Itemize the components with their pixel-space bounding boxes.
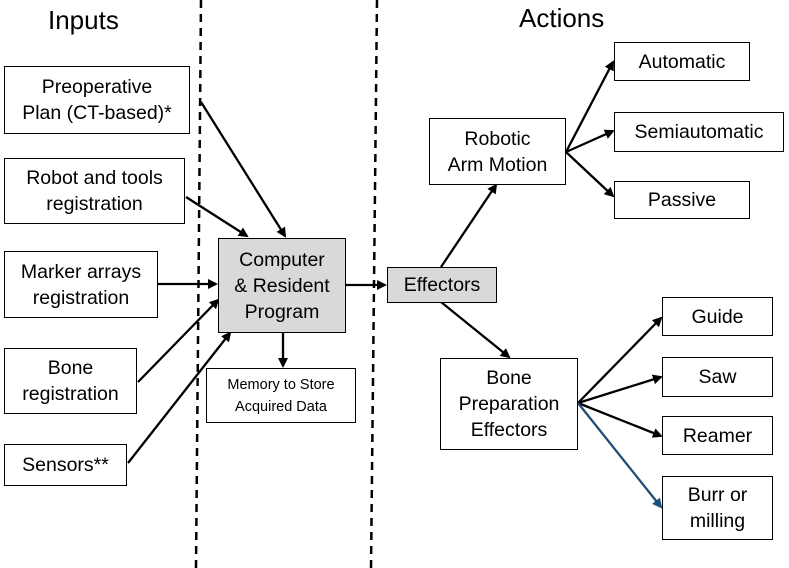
guide-box: Guide xyxy=(662,297,773,336)
arrow-bone-prep-to-reamer xyxy=(577,401,663,438)
sensors-box: Sensors** xyxy=(4,444,127,486)
arrow-bone-prep-to-saw xyxy=(577,374,663,405)
computer-program-box: Computer & Resident Program xyxy=(218,238,346,333)
arrow-bone-prep-to-guide xyxy=(577,316,663,404)
arrow-effectors-to-robotic-arm xyxy=(440,183,498,268)
arrow-sensors-to-computer xyxy=(127,331,232,464)
arrow-arm-to-semiautomatic xyxy=(565,129,615,154)
automatic-box: Automatic xyxy=(614,42,750,81)
arrow-arm-to-automatic xyxy=(564,60,615,153)
reamer-box: Reamer xyxy=(662,416,773,455)
arrow-preop-to-computer xyxy=(200,101,287,238)
preop-plan-box: Preoperative Plan (CT-based)* xyxy=(4,66,190,134)
actions-heading: Actions xyxy=(519,3,605,33)
inputs-heading: Inputs xyxy=(48,5,119,35)
arrow-bone-prep-to-burr xyxy=(577,402,663,509)
arrow-effectors-to-bone-prep xyxy=(440,301,511,359)
passive-box: Passive xyxy=(614,181,750,219)
arrow-robot-tools-to-computer xyxy=(185,196,249,238)
memory-box: Memory to Store Acquired Data xyxy=(206,368,356,423)
robot-tools-registration-box: Robot and tools registration xyxy=(4,158,185,224)
arrow-arm-to-passive xyxy=(565,151,615,198)
saw-box: Saw xyxy=(662,357,773,397)
burr-milling-box: Burr or milling xyxy=(662,476,773,540)
robotic-arm-motion-box: Robotic Arm Motion xyxy=(429,118,566,185)
arrow-bone-reg-to-computer xyxy=(137,298,220,383)
bone-preparation-effectors-box: Bone Preparation Effectors xyxy=(440,358,578,450)
semiautomatic-box: Semiautomatic xyxy=(614,112,784,152)
effectors-box: Effectors xyxy=(387,267,497,303)
marker-arrays-registration-box: Marker arrays registration xyxy=(4,251,158,318)
bone-registration-box: Bone registration xyxy=(4,348,137,414)
